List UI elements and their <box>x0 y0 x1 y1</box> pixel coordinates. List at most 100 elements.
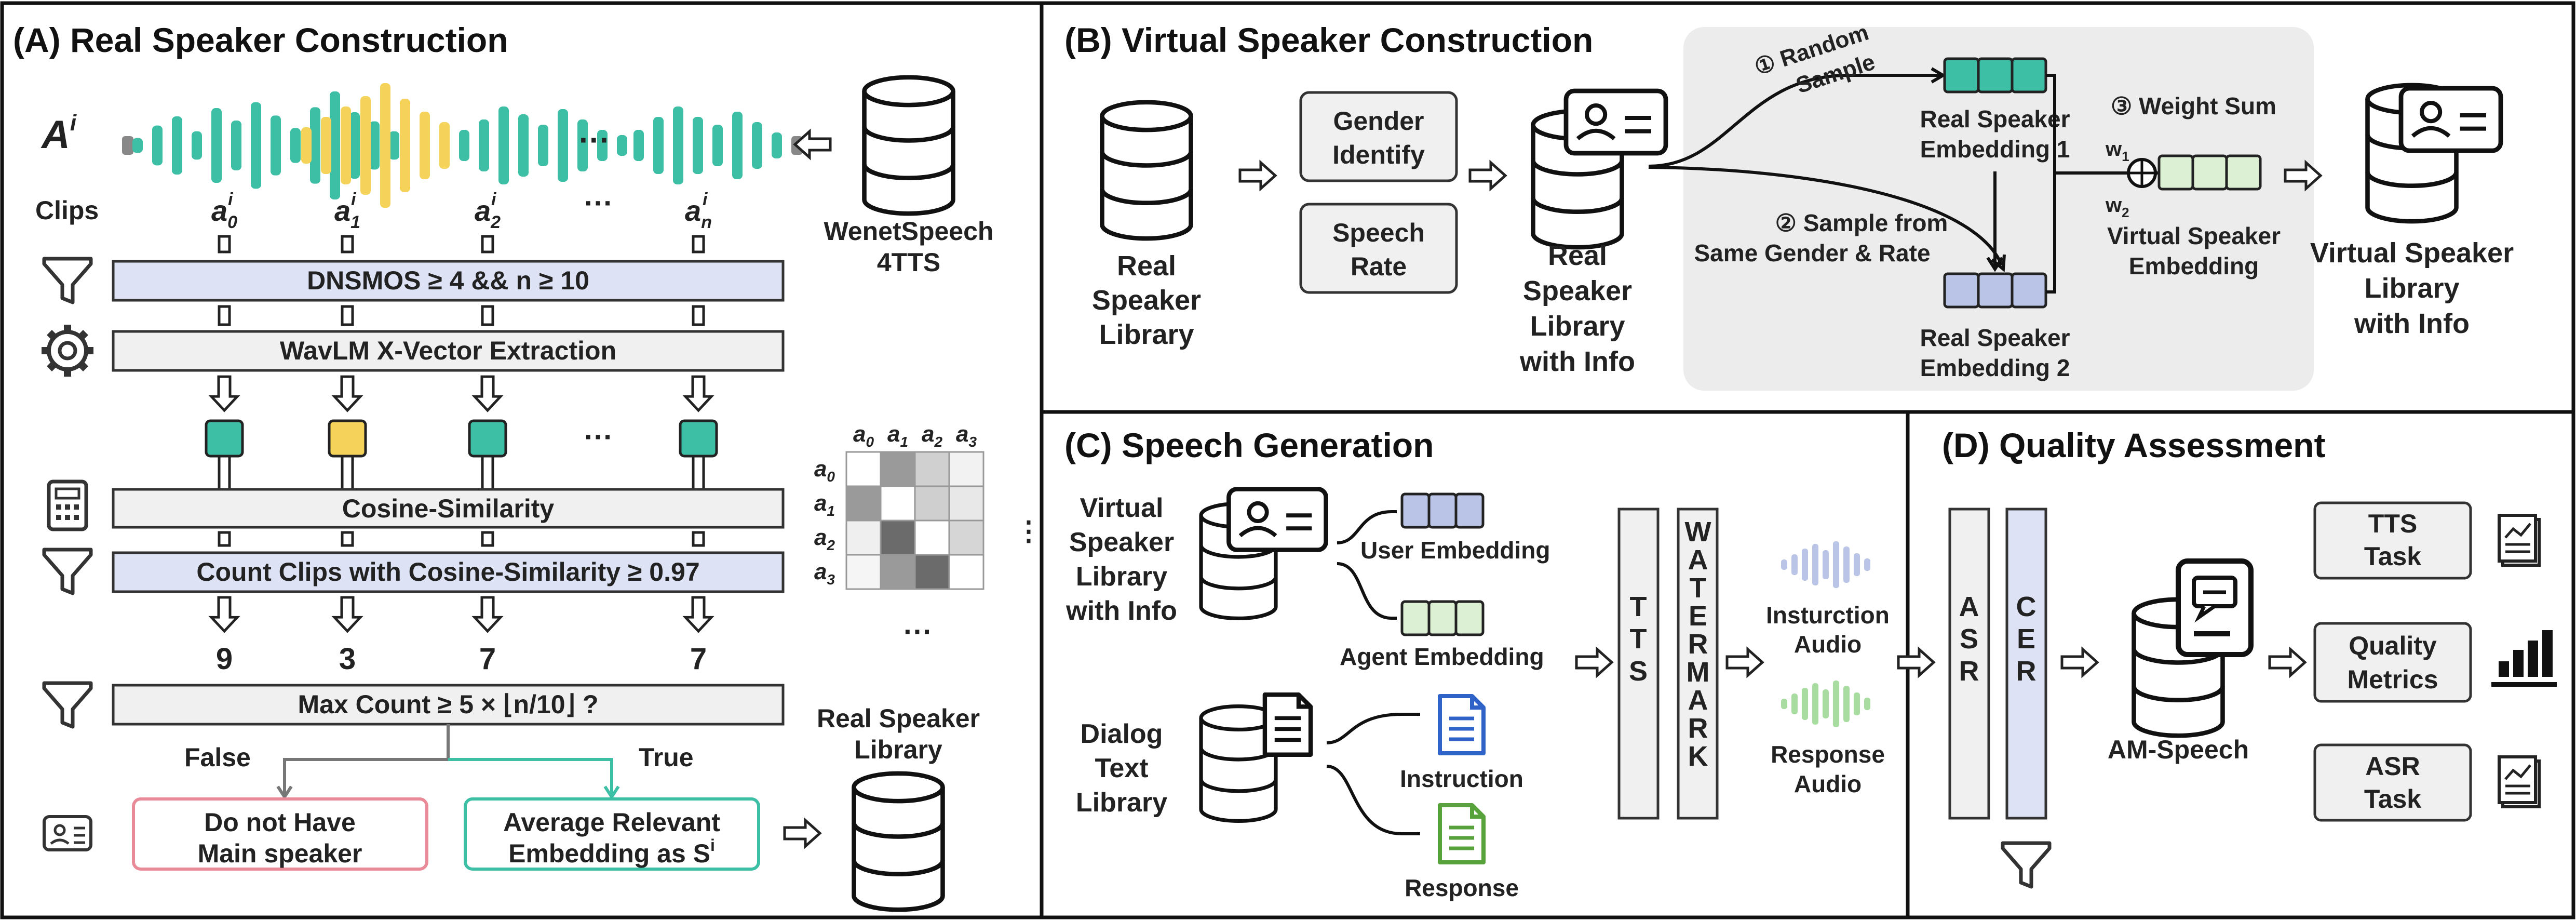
cer-box <box>2005 508 2047 820</box>
matrix-cell <box>914 519 950 556</box>
waveform-bar <box>1781 699 1787 709</box>
matrix-row-label: a1 <box>814 490 835 519</box>
matrix-cell <box>948 519 984 556</box>
matrix-cell <box>880 451 916 487</box>
waveform-bar <box>1781 559 1787 570</box>
average-embedding-text: Average Relevant <box>503 808 720 837</box>
connector <box>218 455 231 491</box>
matrix-col-label: a1 <box>887 421 908 450</box>
waveform-bar <box>1791 554 1798 575</box>
database-icon <box>1102 102 1191 238</box>
waveform-bar <box>653 117 664 174</box>
vertical-letter: S <box>1629 656 1648 687</box>
real-embedding-2-label: Real Speaker <box>1920 324 2070 351</box>
w2-label: w2 <box>2105 194 2129 220</box>
clip-label: ani <box>685 190 712 232</box>
waveform-bar <box>389 131 399 160</box>
waveform-bar <box>172 116 182 175</box>
clip-embeddings <box>205 419 718 458</box>
dialog-library-label-line: Text <box>1095 753 1148 783</box>
waveform-bar <box>1791 694 1798 714</box>
vertical-letter: T <box>1630 591 1647 622</box>
output-library-label: Real Speaker <box>817 704 980 733</box>
response-audio-label: Response <box>1771 741 1885 768</box>
waveform-bar <box>1812 683 1818 725</box>
connector <box>341 235 354 254</box>
quality-metrics-text: Metrics <box>2347 665 2438 694</box>
embedding-block <box>1454 600 1485 636</box>
real-embedding-1 <box>1943 57 2047 94</box>
embedding-block <box>1977 272 2014 309</box>
matrix-cell <box>948 554 984 590</box>
asr-label: ASR <box>1959 591 1979 687</box>
arrow-icon <box>1576 649 1612 675</box>
weight-sum-node <box>2127 158 2157 188</box>
count-filter-text: Count Clips with Cosine-Similarity ≥ 0.9… <box>196 557 699 586</box>
flow-curve <box>1337 562 1397 620</box>
waveform-bar <box>420 112 430 179</box>
embedding-area-background <box>1683 27 2314 391</box>
tts-box <box>1617 508 1660 820</box>
matrix-cell <box>880 485 916 522</box>
gender-identify-text: Gender <box>1333 106 1424 136</box>
connector <box>218 305 231 326</box>
matrix-col-label: a0 <box>853 421 874 450</box>
waveform-icon <box>122 83 803 208</box>
speech-rate-box <box>1299 203 1458 294</box>
waveform-bar <box>360 96 371 195</box>
matrix-col-label: a2 <box>922 421 942 450</box>
no-main-speaker-box <box>132 797 428 871</box>
matrix-col-label: a3 <box>956 421 977 450</box>
connector <box>218 531 231 547</box>
tts-task-text: Task <box>2364 542 2421 571</box>
clip-label: a1i <box>334 190 360 232</box>
gender-identify-box <box>1299 91 1458 182</box>
embedding-block <box>1943 272 1980 309</box>
embedding-block <box>1427 600 1458 636</box>
waveform-icon <box>1781 681 1870 727</box>
instruction-audio-label: Insturction <box>1766 602 1890 629</box>
embedding-block <box>1977 57 2014 94</box>
arrow-icon <box>2062 649 2097 675</box>
true-label: True <box>639 743 694 772</box>
clip-count: 9 <box>216 642 233 676</box>
waveform-bar <box>1823 550 1829 579</box>
tts-task-box <box>2313 501 2472 580</box>
vertical-letter: E <box>1689 601 1707 632</box>
real-embedding-2-label: Embedding 2 <box>1920 354 2070 381</box>
matrix-ellipsis-vertical: ⋮ <box>1015 516 1042 546</box>
real-library-info-label-line: with Info <box>1519 346 1635 377</box>
vertical-letter: T <box>1690 572 1707 604</box>
arrow-icon <box>334 377 360 410</box>
vertical-letter: K <box>1688 741 1708 772</box>
waveform-bar <box>1854 553 1860 576</box>
arrow-icon <box>1240 163 1275 189</box>
waveform-bar <box>271 115 281 176</box>
waveform-bar <box>577 119 588 171</box>
arrow-icon <box>475 597 501 631</box>
bar-chart-icon <box>2491 630 2557 687</box>
embedding-block <box>468 419 507 458</box>
waveform-bar <box>633 130 644 161</box>
waveform-bar <box>1833 681 1839 727</box>
virtual-library-label-line: Library <box>1076 562 1167 592</box>
panel-b-title: (B) Virtual Speaker Construction <box>1064 21 1593 59</box>
flow-curve <box>1648 74 1941 168</box>
panel-d-title: (D) Quality Assessment <box>1942 426 2325 464</box>
waveform-bar <box>693 117 703 174</box>
count-filter-box <box>112 551 785 593</box>
arrow-icon <box>2270 649 2305 675</box>
vertical-letter: M <box>1687 657 1710 688</box>
arrow-icon <box>785 820 820 846</box>
waveform-bar <box>518 114 529 177</box>
matrix-cell <box>914 485 950 522</box>
embedding-block <box>1400 492 1431 529</box>
vertical-letter: R <box>1688 713 1708 744</box>
report-icon <box>2499 757 2539 807</box>
real-embedding-1-label: Real Speaker <box>1920 105 2070 132</box>
speech-rate-text: Speech <box>1332 218 1425 247</box>
